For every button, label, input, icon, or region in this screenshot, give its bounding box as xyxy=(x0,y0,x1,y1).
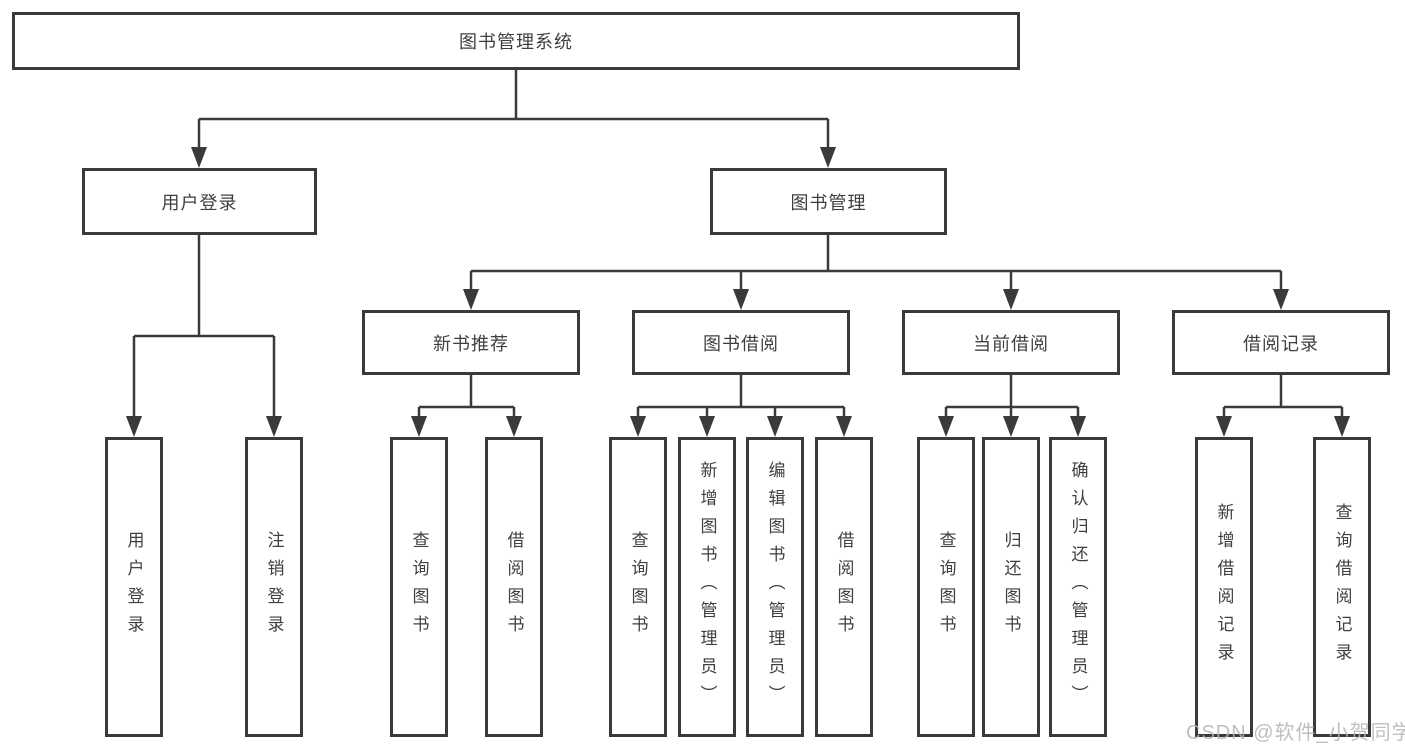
node-label: 借阅记录 xyxy=(1243,333,1319,354)
leaf-label: 用户登录 xyxy=(124,531,144,643)
arrow-down-icon xyxy=(266,416,282,437)
leaf-node-query-books-current: 查询图书 xyxy=(917,437,975,737)
arrow-down-icon xyxy=(411,416,427,437)
arrow-down-icon xyxy=(767,416,783,437)
arrow-down-icon xyxy=(1003,289,1019,310)
level3-node-current-borrow: 当前借阅 xyxy=(902,310,1120,375)
connector-records-children xyxy=(1222,375,1344,420)
leaf-node-add-borrow-record: 新增借阅记录 xyxy=(1195,437,1253,737)
leaf-node-edit-book-admin: 编辑图书（管理员） xyxy=(746,437,804,737)
arrow-down-icon xyxy=(836,416,852,437)
leaf-label: 查询图书 xyxy=(628,531,648,643)
leaf-label: 新增图书（管理员） xyxy=(697,461,717,713)
leaf-label: 确认归还（管理员） xyxy=(1068,461,1088,713)
leaf-label: 查询图书 xyxy=(936,531,956,643)
arrow-down-icon xyxy=(820,147,836,168)
leaf-node-logout: 注销登录 xyxy=(245,437,303,737)
leaf-label: 借阅图书 xyxy=(834,531,854,643)
connector-root-to-level2 xyxy=(197,70,830,152)
arrow-down-icon xyxy=(733,289,749,310)
node-label: 图书管理 xyxy=(790,192,867,213)
leaf-label: 编辑图书（管理员） xyxy=(765,461,785,713)
leaf-node-borrow-books-recommend: 借阅图书 xyxy=(485,437,543,737)
node-label: 当前借阅 xyxy=(973,333,1049,354)
arrow-down-icon xyxy=(938,416,954,437)
arrow-down-icon xyxy=(1070,416,1086,437)
level3-node-book-borrow: 图书借阅 xyxy=(632,310,850,375)
leaf-node-confirm-return-admin: 确认归还（管理员） xyxy=(1049,437,1107,737)
arrow-down-icon xyxy=(506,416,522,437)
leaf-node-query-books-borrow: 查询图书 xyxy=(609,437,667,737)
leaf-node-add-book-admin: 新增图书（管理员） xyxy=(678,437,736,737)
leaf-label: 新增借阅记录 xyxy=(1214,503,1234,671)
arrow-down-icon xyxy=(1216,416,1232,437)
connector-borrow-children xyxy=(636,375,846,420)
arrow-down-icon xyxy=(1003,416,1019,437)
level3-node-new-book-recommend: 新书推荐 xyxy=(362,310,580,375)
node-label: 图书借阅 xyxy=(703,333,779,354)
node-label: 新书推荐 xyxy=(433,333,509,354)
leaf-label: 借阅图书 xyxy=(504,531,524,643)
csdn-watermark: CSDN @软件_小贺同学 xyxy=(1186,722,1405,744)
connector-recommend-children xyxy=(417,375,516,420)
arrow-down-icon xyxy=(463,289,479,310)
arrowheads xyxy=(126,147,1350,437)
arrow-down-icon xyxy=(1273,289,1289,310)
node-label: 用户登录 xyxy=(161,192,238,213)
root-node-label: 图书管理系统 xyxy=(459,32,573,52)
leaf-node-query-books-recommend: 查询图书 xyxy=(390,437,448,737)
leaf-node-borrow-books: 借阅图书 xyxy=(815,437,873,737)
leaf-label: 查询图书 xyxy=(409,531,429,643)
leaf-node-query-borrow-record: 查询借阅记录 xyxy=(1313,437,1371,737)
level2-node-book-management: 图书管理 xyxy=(710,168,947,235)
arrow-down-icon xyxy=(630,416,646,437)
leaf-node-return-book: 归还图书 xyxy=(982,437,1040,737)
leaf-label: 归还图书 xyxy=(1001,531,1021,643)
leaf-node-user-login: 用户登录 xyxy=(105,437,163,737)
root-node-library-system: 图书管理系统 xyxy=(12,12,1020,70)
leaf-label: 注销登录 xyxy=(264,531,284,643)
level3-node-borrow-records: 借阅记录 xyxy=(1172,310,1390,375)
leaf-label: 查询借阅记录 xyxy=(1332,503,1352,671)
level2-node-user-login: 用户登录 xyxy=(82,168,317,235)
connector-user-login-children xyxy=(132,235,276,420)
arrow-down-icon xyxy=(126,416,142,437)
connector-current-children xyxy=(944,375,1080,420)
connector-book-management-children xyxy=(469,235,1283,292)
arrow-down-icon xyxy=(191,147,207,168)
arrow-down-icon xyxy=(1334,416,1350,437)
arrow-down-icon xyxy=(699,416,715,437)
